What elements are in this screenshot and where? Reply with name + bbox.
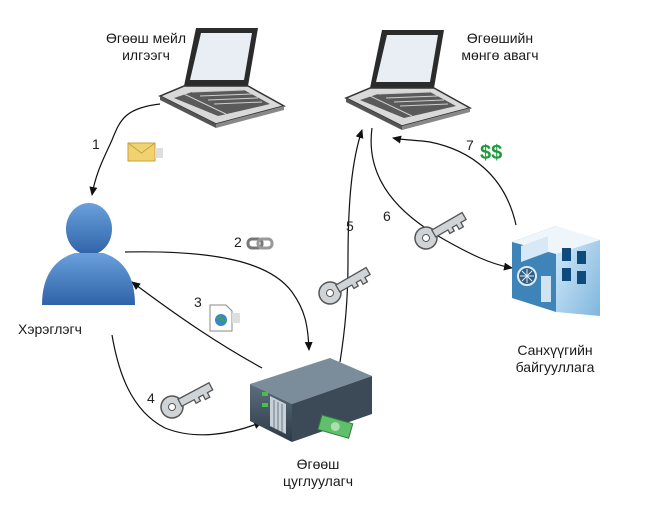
arrow-1-email-to-user [89,103,161,196]
bank-label-line1: Санхүүгийн [517,342,593,358]
user-label: Хэрэглэгч [18,321,82,337]
node-label-bank: Санхүүгийн байгууллага [495,342,615,376]
node-label-server: Өгөөш цуглуулагч [268,456,368,490]
server-label-line1: Өгөөш [296,456,340,472]
collector-label-line1: Өгөөшийн [466,30,534,46]
step-number: 5 [346,218,354,234]
step-number: 3 [194,294,202,310]
money-label: $$ [480,142,503,164]
user-silhouette-icon [42,203,135,305]
chain-link-icon [246,237,274,250]
arrow-7-bank-to-collector [392,135,517,226]
key-icon [410,205,471,254]
step-number: 6 [383,208,391,224]
arrow-3-server-to-user [131,281,263,369]
step-number: 4 [147,390,155,406]
key-icon [314,260,375,309]
phisher-label-line2: илгээгч [122,47,170,63]
arrow-5-server-to-collector [339,129,364,363]
arrow-2-user-to-server [124,251,313,351]
cash-bill-icon [317,414,354,439]
email-envelope-icon [127,142,163,162]
step-number: 2 [234,234,242,250]
bank-building-icon [512,226,600,316]
step-number: 7 [466,137,474,153]
phisher-label-line1: Өгөөш мейл [105,30,187,46]
server-label-line2: цуглуулагч [282,473,354,489]
node-label-user: Хэрэглэгч [18,321,118,338]
collector-label-line2: мөнгө авагч [461,47,539,63]
bank-label-line2: байгууллага [515,359,595,375]
key-icon [156,375,217,423]
web-page-icon [209,304,240,332]
node-label-phisher: Өгөөш мейл илгээгч [96,30,196,64]
arrow-4-user-to-server [111,334,263,436]
server-icon [250,358,372,442]
step-number: 1 [92,136,100,152]
node-label-collector: Өгөөшийн мөнгө авагч [450,30,550,64]
